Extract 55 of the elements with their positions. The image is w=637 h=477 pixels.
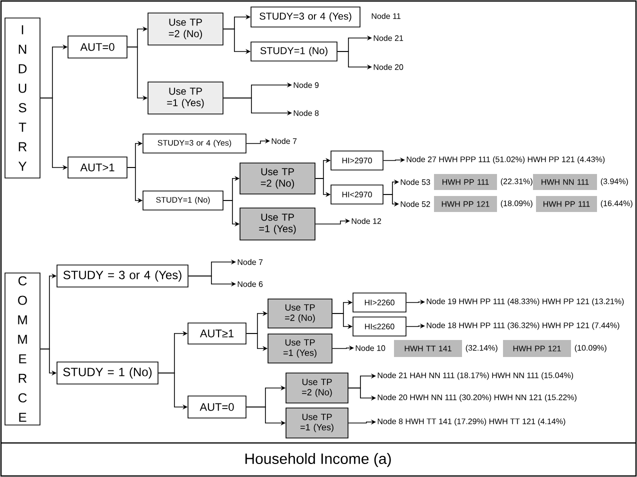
percentage-label: (10.09%) — [574, 344, 606, 352]
node-label: Node 53 — [400, 179, 430, 185]
node-label: Node 18 HWH PP 111 (36.32%) HWH PP 121 (7.44%) — [426, 322, 620, 330]
condition-box: Use TP =2 (No) — [148, 12, 224, 46]
node-label: Node 21 — [374, 35, 404, 41]
condition-box: HI>2970 — [330, 150, 384, 170]
node-label: Node 27 HWH PPP 111 (51.02%) HWH PP 121 (4.43%) — [406, 156, 605, 164]
result-box: HWH NN 111 — [533, 174, 597, 190]
node-label: Node 20 HWH NN 111 (30.20%) HWH NN 121 (15.22%) — [378, 394, 576, 402]
node-label: Node 6 — [238, 281, 263, 287]
percentage-label: (16.44%) — [600, 200, 632, 208]
node-label: Node 12 — [352, 218, 382, 224]
percentage-label: (18.09%) — [500, 200, 532, 208]
node-label: Node 20 — [374, 64, 404, 70]
condition-box: HI>2260 — [352, 292, 406, 312]
condition-box: Use TP =2 (No) — [240, 162, 316, 194]
condition-box: STUDY=3 or 4 (Yes) — [142, 134, 246, 154]
node-label: Node 19 HWH PP 111 (48.33%) HWH PP 121 (13.21%) — [426, 298, 624, 306]
percentage-label: (3.94%) — [600, 178, 628, 186]
node-label: Node 7 — [272, 138, 297, 144]
percentage-label: (22.31%) — [500, 178, 532, 186]
condition-box: Use TP =2 (No) — [268, 298, 332, 328]
condition-box: AUT=0 — [68, 36, 128, 58]
condition-box: STUDY=1 (No) — [250, 42, 338, 62]
percentage-label: (32.14%) — [466, 344, 498, 352]
category-box: C O M M E R C E — [4, 272, 40, 426]
condition-box: Use TP =1 (Yes) — [268, 334, 332, 364]
result-box: HWH PP 111 — [536, 196, 597, 212]
node-label: Node 21 HAH NN 111 (18.17%) HWH NN 111 (15.04%) — [378, 372, 574, 380]
node-label: Node 9 — [294, 82, 319, 88]
condition-box: STUDY = 3 or 4 (Yes) — [56, 264, 188, 288]
result-box: HWH PP 121 — [434, 196, 497, 212]
node-label: Node 10 — [356, 345, 386, 351]
condition-box: AUT≥1 — [188, 322, 246, 344]
condition-box: STUDY=3 or 4 (Yes) — [250, 6, 360, 28]
node-label: Node 52 — [400, 201, 430, 207]
condition-box: HI≤2260 — [352, 316, 406, 336]
condition-box: Use TP =2 (No) — [286, 372, 348, 404]
node-label: Node 8 — [294, 110, 319, 116]
condition-box: STUDY=1 (No) — [142, 190, 224, 210]
result-box: HWH PP 111 — [434, 174, 497, 190]
result-box: HWH TT 141 — [394, 340, 462, 357]
caption: Household Income (a) — [245, 453, 391, 467]
condition-box: AUT>1 — [68, 156, 128, 178]
condition-box: Use TP =1 (Yes) — [286, 408, 348, 438]
condition-box: Use TP =1 (Yes) — [240, 208, 316, 240]
condition-box: Use TP =1 (Yes) — [148, 82, 224, 114]
result-box: HWH PP 121 — [503, 340, 571, 357]
condition-box: AUT=0 — [188, 396, 246, 418]
condition-box: STUDY = 1 (No) — [56, 362, 158, 384]
condition-box: HI<2970 — [330, 184, 384, 204]
node-label: Node 11 — [372, 13, 400, 19]
category-box: I N D U S T R Y — [4, 18, 40, 178]
node-label: Node 7 — [238, 259, 263, 265]
node-label: Node 8 HWH TT 141 (17.29%) HWH TT 121 (4.14%) — [378, 418, 566, 426]
